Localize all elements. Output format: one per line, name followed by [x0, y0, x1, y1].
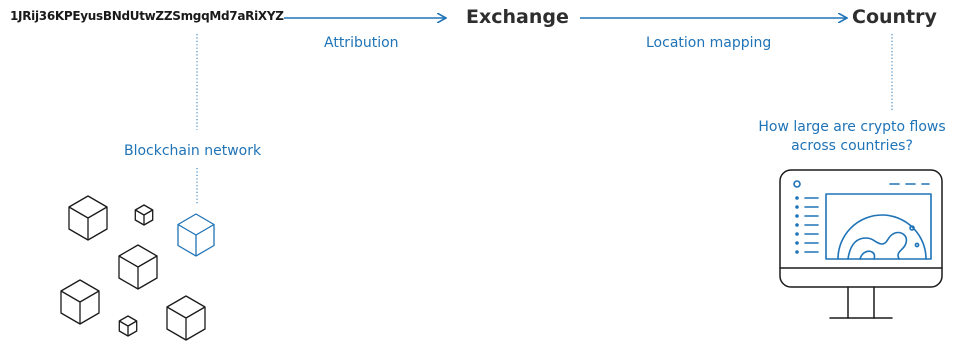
window-dot-icon [793, 180, 801, 188]
country-node: Country [852, 6, 937, 28]
wallet-address: 1JRij36KPEyusBNdUtwZZSmgqMd7aRiXYZ [10, 9, 284, 23]
cube-icon [118, 244, 158, 290]
exchange-node: Exchange [466, 6, 569, 28]
cube-icon-highlight [177, 213, 215, 257]
blockchain-cubes-icon [60, 195, 215, 341]
list-icon [795, 196, 819, 254]
attribution-label: Attribution [324, 35, 399, 51]
cube-icon [68, 195, 108, 241]
research-question: How large are crypto flows across countr… [742, 118, 962, 156]
cube-icon [118, 315, 138, 337]
cube-icon [134, 204, 154, 226]
cube-icon [166, 295, 206, 341]
blockchain-network-label: Blockchain network [124, 143, 262, 159]
question-line-2: across countries? [791, 138, 913, 154]
computer-monitor-icon [779, 169, 943, 319]
question-line-1: How large are crypto flows [758, 119, 946, 135]
location-mapping-label: Location mapping [646, 35, 772, 51]
cube-icon [60, 279, 100, 325]
world-map-icon [837, 214, 927, 260]
